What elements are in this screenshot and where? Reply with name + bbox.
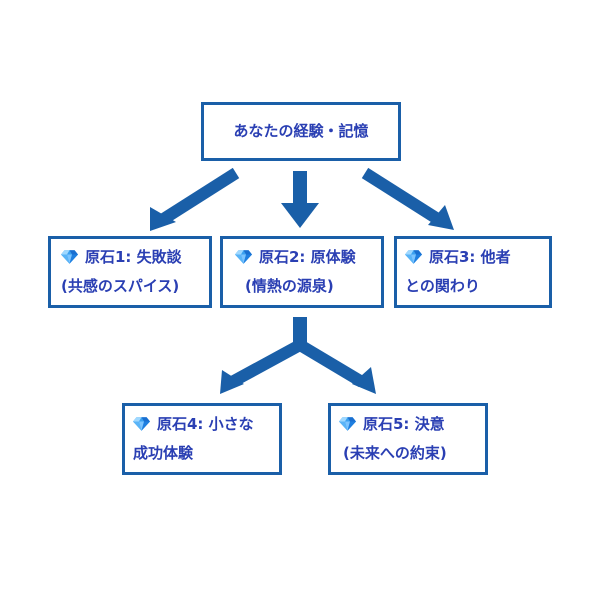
stone-3-box: 原石3: 他者 との関わり [394,236,552,308]
stone-5-title: 原石5: 決意 [363,415,445,433]
arrow-root-to-stone2 [281,171,319,228]
stone-5-subtitle: (未来への約束) [343,443,447,462]
arrow-root-to-stone3 [361,167,454,230]
root-label: あなたの経験・記憶 [233,122,369,141]
arrow-stone2-branch [220,317,376,394]
diamond-icon [235,250,252,264]
stone-2-title: 原石2: 原体験 [259,248,356,266]
stone-5-box: 原石5: 決意 (未来への約束) [328,403,488,475]
diamond-icon [405,250,422,264]
stone-3-title: 原石3: 他者 [429,248,511,266]
stone-3-subtitle: との関わり [405,276,480,295]
stone-4-title: 原石4: 小さな [157,415,254,433]
stone-4-subtitle: 成功体験 [133,443,194,462]
stone-2-subtitle: (情熱の源泉) [245,276,334,295]
root-box: あなたの経験・記憶 [201,102,401,161]
diamond-icon [339,417,356,431]
stone-4-box: 原石4: 小さな 成功体験 [122,403,282,475]
diamond-icon [61,250,78,264]
diamond-icon [133,417,150,431]
stone-1-title: 原石1: 失敗談 [85,248,182,266]
stone-1-subtitle: (共感のスパイス) [61,276,180,295]
stone-1-box: 原石1: 失敗談 (共感のスパイス) [48,236,212,308]
stone-2-box: 原石2: 原体験 (情熱の源泉) [220,236,384,308]
arrow-root-to-stone1 [150,167,240,231]
